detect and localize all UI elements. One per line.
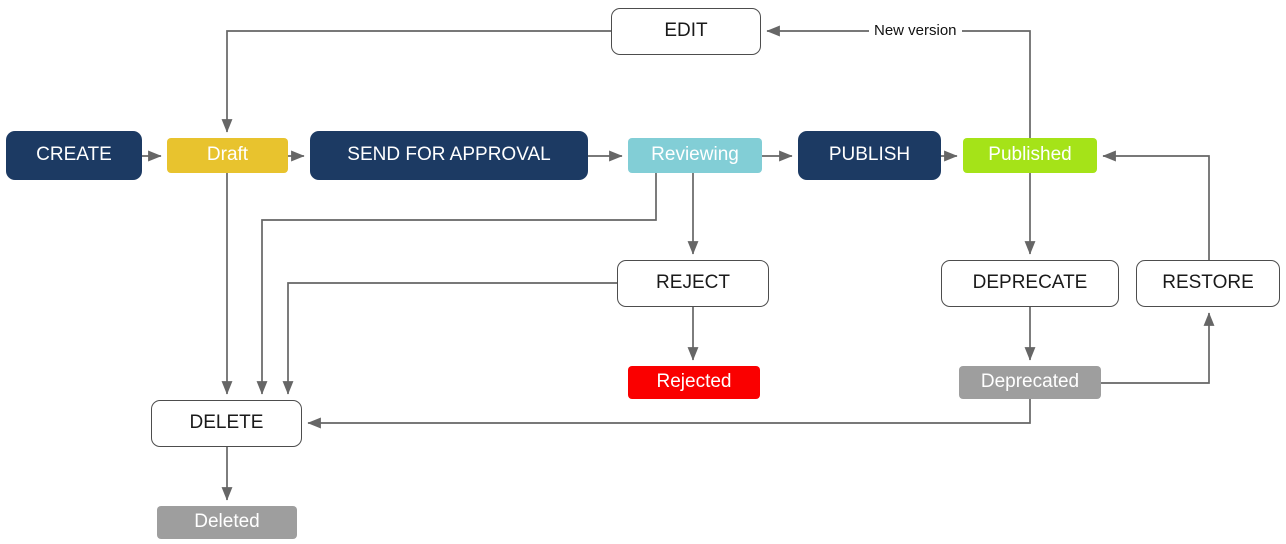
node-delete-label: DELETE [189, 412, 264, 434]
edge-reviewing-delete [256, 173, 657, 395]
node-deprecate[interactable]: DEPRECATE [941, 260, 1119, 307]
node-send-for-approval[interactable]: SEND FOR APPROVAL [310, 131, 588, 180]
node-create-label: CREATE [36, 144, 112, 166]
node-deprecate-label: DEPRECATE [972, 272, 1088, 294]
node-draft-label: Draft [206, 144, 249, 166]
node-rejected[interactable]: Rejected [628, 366, 760, 399]
edge-published-edit [766, 25, 1031, 138]
node-edit-label: EDIT [664, 20, 708, 42]
node-deprecated-label: Deprecated [980, 371, 1080, 393]
node-published[interactable]: Published [963, 138, 1097, 173]
node-published-label: Published [988, 144, 1072, 166]
node-deleted-label: Deleted [194, 511, 260, 533]
node-reject-label: REJECT [656, 272, 730, 294]
edge-reject-delete [282, 282, 617, 395]
node-send-for-approval-label: SEND FOR APPROVAL [347, 144, 551, 166]
node-reviewing[interactable]: Reviewing [628, 138, 762, 173]
edge-label-new-version: New version [869, 22, 962, 39]
edge-edit-draft [221, 30, 611, 133]
node-restore[interactable]: RESTORE [1136, 260, 1280, 307]
node-edit[interactable]: EDIT [611, 8, 761, 55]
node-rejected-label: Rejected [656, 371, 732, 393]
node-deprecated[interactable]: Deprecated [959, 366, 1101, 399]
node-restore-label: RESTORE [1162, 272, 1254, 294]
node-create[interactable]: CREATE [6, 131, 142, 180]
node-deleted[interactable]: Deleted [157, 506, 297, 539]
node-draft[interactable]: Draft [167, 138, 288, 173]
node-publish-label: PUBLISH [828, 144, 911, 166]
edge-deprecated-delete [307, 399, 1031, 429]
edge-deprecated-restore [1101, 312, 1215, 384]
node-publish[interactable]: PUBLISH [798, 131, 941, 180]
edge-restore-published [1102, 150, 1210, 260]
node-delete[interactable]: DELETE [151, 400, 302, 447]
node-reject[interactable]: REJECT [617, 260, 769, 307]
node-reviewing-label: Reviewing [651, 144, 739, 166]
